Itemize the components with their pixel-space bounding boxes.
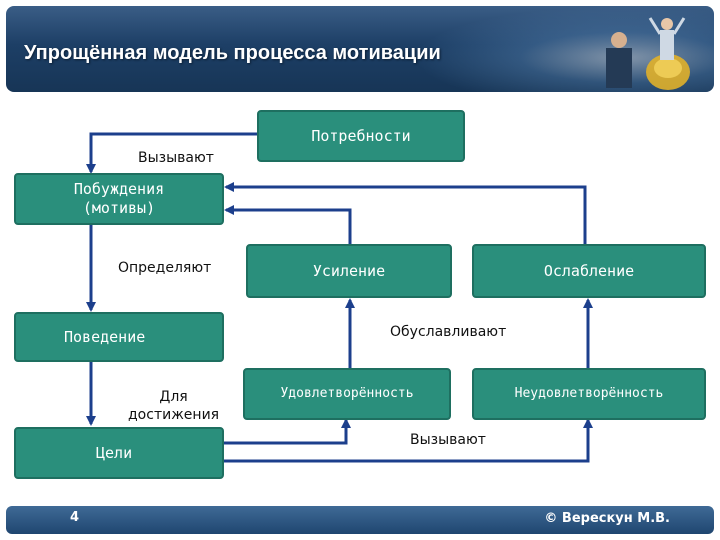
header-banner: Упрощённая модель процесса мотивации [6, 6, 714, 92]
header-people-illustration [606, 17, 690, 90]
node-dissatisfaction: Неудовлетворённость [472, 368, 706, 420]
arrow-goals-to-satisfaction [223, 418, 351, 445]
node-motives: Побуждения (мотивы) [14, 173, 224, 225]
arrow-needs-to-motives [86, 132, 257, 174]
label-condition: Обуславливают [390, 324, 507, 340]
node-needs: Потребности [257, 110, 465, 162]
page-number: 4 [70, 510, 80, 525]
node-weakening: Ослабление [472, 244, 706, 298]
node-satisfaction: Удовлетворённость [243, 368, 451, 420]
copyright-text: © Верескун М.В. [544, 511, 670, 526]
node-strengthening: Усиление [246, 244, 452, 298]
node-behavior: Поведение [14, 312, 224, 362]
node-goals: Цели [14, 427, 224, 479]
footer-bar [6, 506, 714, 534]
label-cause-top: Вызывают [138, 150, 214, 166]
label-to-achieve: Для достижения [128, 389, 220, 424]
label-determine: Определяют [118, 260, 212, 276]
arrow-goals-to-dissatisfaction [223, 418, 593, 463]
label-cause-bottom: Вызывают [410, 432, 486, 448]
arrow-weakening-to-motives [224, 182, 587, 244]
arrow-strengthening-to-motives [224, 205, 352, 244]
page-title: Упрощённая модель процесса мотивации [24, 42, 441, 64]
